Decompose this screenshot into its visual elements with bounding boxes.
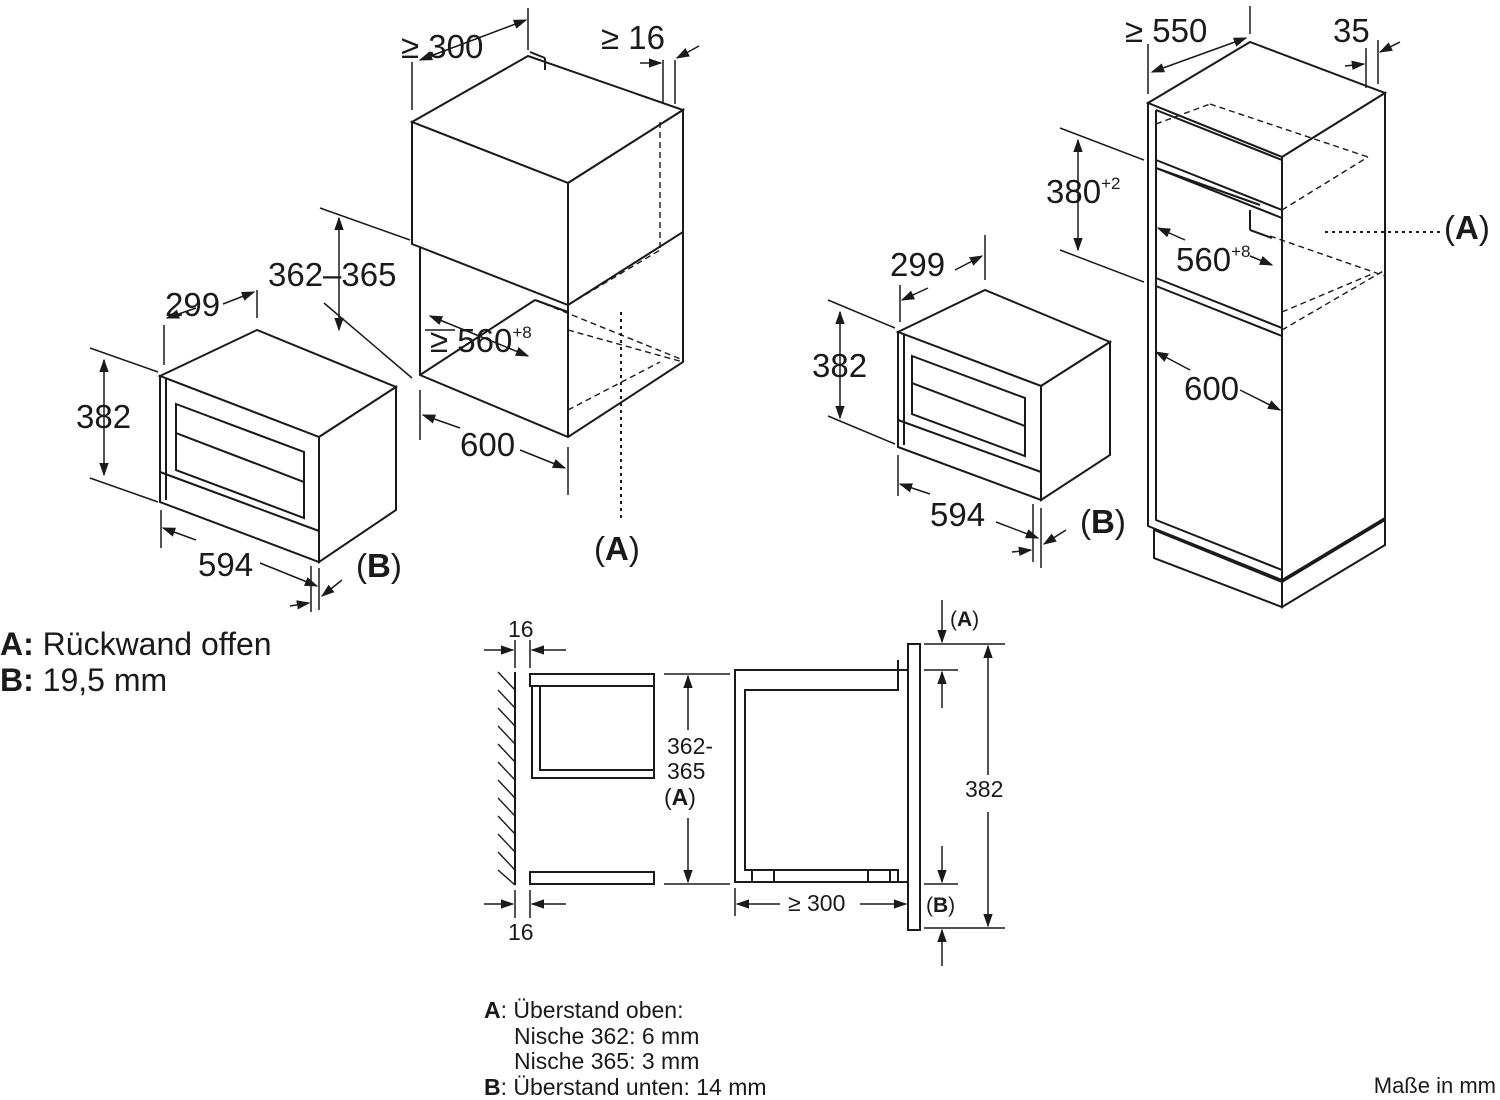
- section-label-b: (B): [926, 894, 955, 917]
- right-niche-width: 560+8: [1176, 241, 1250, 278]
- legend-section-a: A: Überstand oben:: [484, 997, 684, 1023]
- left-oven-height: 382: [76, 398, 131, 435]
- left-cabinet: [409, 51, 686, 439]
- section-gap-bottom: 16: [508, 919, 534, 945]
- left-cabinet-hidden-edges: [534, 122, 684, 411]
- section-wall-hatch: [497, 671, 516, 886]
- right-dimension-labels: ≥ 550 35 380+2 560+8 600 299 382 594 (A)…: [812, 12, 1490, 540]
- left-label-a: (A): [594, 530, 640, 567]
- section-niche-height-2: 365: [667, 758, 705, 784]
- legend-section: A: Überstand oben: Nische 362: 6 mm Nisc…: [484, 997, 767, 1100]
- legend-section-a-line2: Nische 362: 6 mm: [514, 1022, 700, 1049]
- section-niche-height-1: 362-: [667, 733, 713, 759]
- left-cabinet-width: 600: [460, 426, 515, 463]
- right-oven: [895, 288, 1113, 502]
- section-gap-top: 16: [508, 616, 534, 642]
- section-dimension-labels: 16 16 362- 365 (A) ≥ 300 382 (A) (B): [508, 608, 1003, 945]
- tall-cabinet-hidden-edges: [1155, 103, 1386, 331]
- right-label-b: (B): [1080, 503, 1126, 540]
- left-dimension-lines: [89, 8, 700, 612]
- section-height: 382: [965, 776, 1003, 802]
- left-oven-width: 594: [198, 546, 253, 583]
- legend-b: B: 19,5 mm: [0, 662, 168, 698]
- tall-cabinet: [1145, 40, 1388, 609]
- section-niche: [529, 673, 655, 885]
- left-oven: [157, 328, 399, 564]
- right-dimension-lines: [827, 6, 1401, 568]
- section-oven: [734, 643, 921, 931]
- right-cabinet-gap: 35: [1333, 12, 1370, 49]
- section-label-a: (A): [950, 608, 979, 631]
- left-label-b: (B): [356, 547, 402, 584]
- left-niche-width: ≥ 560+8: [430, 322, 532, 359]
- right-cabinet-width: 600: [1184, 370, 1239, 407]
- right-oven-depth: 299: [890, 246, 945, 283]
- left-cabinet-depth: ≥ 300: [401, 28, 483, 65]
- section-dimension-lines: [484, 600, 1005, 966]
- legend-a: A: Rückwand offen: [0, 626, 272, 662]
- left-oven-depth: 299: [165, 286, 220, 323]
- left-niche-height: 362–365: [268, 256, 396, 293]
- section-depth: ≥ 300: [788, 890, 845, 916]
- legend-section-a-line3: Nische 365: 3 mm: [514, 1048, 700, 1074]
- right-niche-height: 380+2: [1046, 173, 1120, 210]
- right-label-a: (A): [1444, 209, 1490, 246]
- right-oven-height: 382: [812, 347, 867, 384]
- left-cabinet-gap: ≥ 16: [601, 19, 665, 56]
- left-dimension-labels: ≥ 300 ≥ 16 362–365 ≥ 560+8 600 299 382 5…: [76, 19, 665, 584]
- legend-section-b: B: Überstand unten: 14 mm: [484, 1073, 767, 1100]
- section-niche-label: (A): [664, 784, 696, 810]
- units-note: Maße in mm: [1373, 1073, 1496, 1098]
- right-oven-width: 594: [930, 496, 985, 533]
- legend-main: A: Rückwand offen B: 19,5 mm: [0, 626, 272, 698]
- right-cabinet-depth: ≥ 550: [1125, 12, 1207, 49]
